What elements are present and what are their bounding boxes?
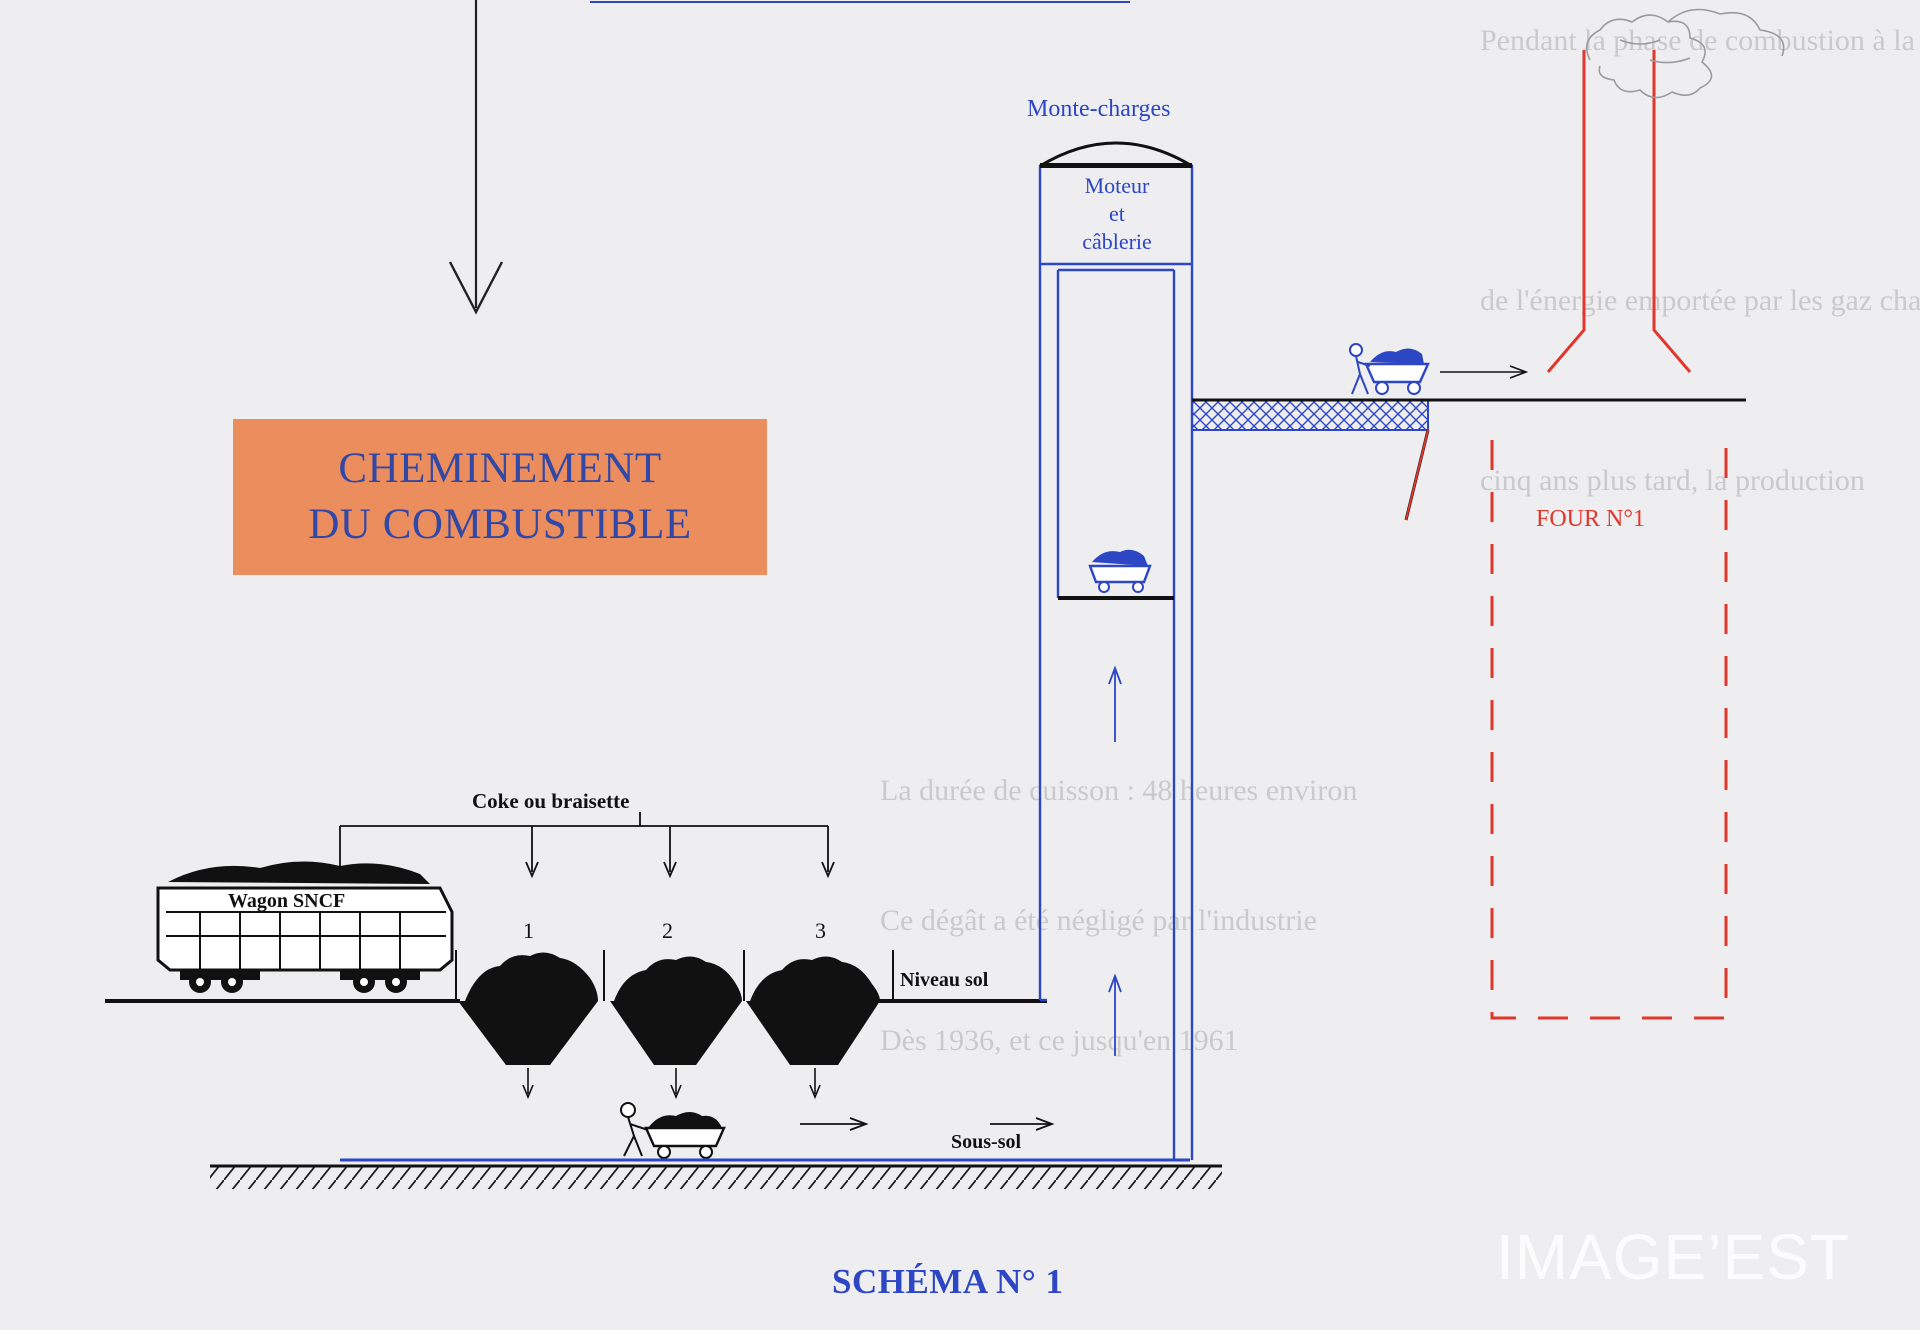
- background-text: Ce dégât a été négligé par l'industrie: [880, 904, 1317, 937]
- basement-floor: [210, 1158, 1222, 1189]
- hopper-3: [746, 956, 880, 1065]
- coke-label: Coke ou braisette: [472, 789, 630, 813]
- top-arrow: [448, 0, 504, 315]
- furnace-outline: [1490, 440, 1728, 1020]
- background-text: cinq ans plus tard, la production: [1480, 464, 1865, 497]
- hopper-number-3: 3: [815, 918, 826, 943]
- title-line-2: DU COMBUSTIBLE: [308, 501, 692, 548]
- background-text: Pendant la phase de combustion à la base…: [1480, 24, 1920, 57]
- moteur-line: Moteur: [1084, 173, 1150, 198]
- background-text: Dès 1936, et ce jusqu'en 1961: [880, 1024, 1239, 1057]
- hopper-1: [458, 952, 598, 1065]
- wagon: [156, 861, 454, 993]
- et-line: et: [1109, 201, 1125, 226]
- ground-level-label: Niveau sol: [900, 969, 989, 991]
- coke-distribution: [339, 812, 835, 879]
- title-line-1: CHEMINEMENT: [338, 445, 662, 492]
- wagon-label: Wagon SNCF: [228, 890, 346, 912]
- hopper-2: [610, 956, 742, 1065]
- lift-shaft: [1038, 165, 1194, 1160]
- basement-arrows: [800, 1117, 1055, 1131]
- furnace-label: FOUR N°1: [1536, 506, 1645, 532]
- lift-car: [1058, 549, 1174, 600]
- basement-label: Sous-sol: [951, 1131, 1022, 1153]
- moteur-label: Moteur et câblerie: [1052, 172, 1182, 256]
- smoke: [1585, 8, 1785, 99]
- lift-head: [1039, 141, 1193, 266]
- upper-cart: [1349, 343, 1529, 395]
- hopper-number-1: 1: [523, 918, 534, 943]
- furnace-chimney: [1546, 50, 1692, 373]
- monte-charges-label: Monte-charges: [1027, 96, 1171, 122]
- upper-platform: [1191, 398, 1746, 521]
- lift-up-arrows: [1108, 665, 1122, 1056]
- hopper-posts: [455, 950, 894, 1001]
- schema-caption: SCHÉMA N° 1: [832, 1262, 1064, 1301]
- drop-arrows: [522, 1068, 821, 1100]
- watermark: IMAGE’EST: [1496, 1221, 1850, 1293]
- hopper-number-2: 2: [662, 918, 673, 943]
- basement-cart: [620, 1102, 726, 1159]
- title-box: CHEMINEMENT DU COMBUSTIBLE: [233, 419, 767, 575]
- background-text: de l'énergie emportée par les gaz chauds: [1480, 284, 1920, 317]
- cablerie-line: câblerie: [1082, 229, 1152, 254]
- background-text: La durée de cuisson : 48 heures environ: [880, 774, 1358, 807]
